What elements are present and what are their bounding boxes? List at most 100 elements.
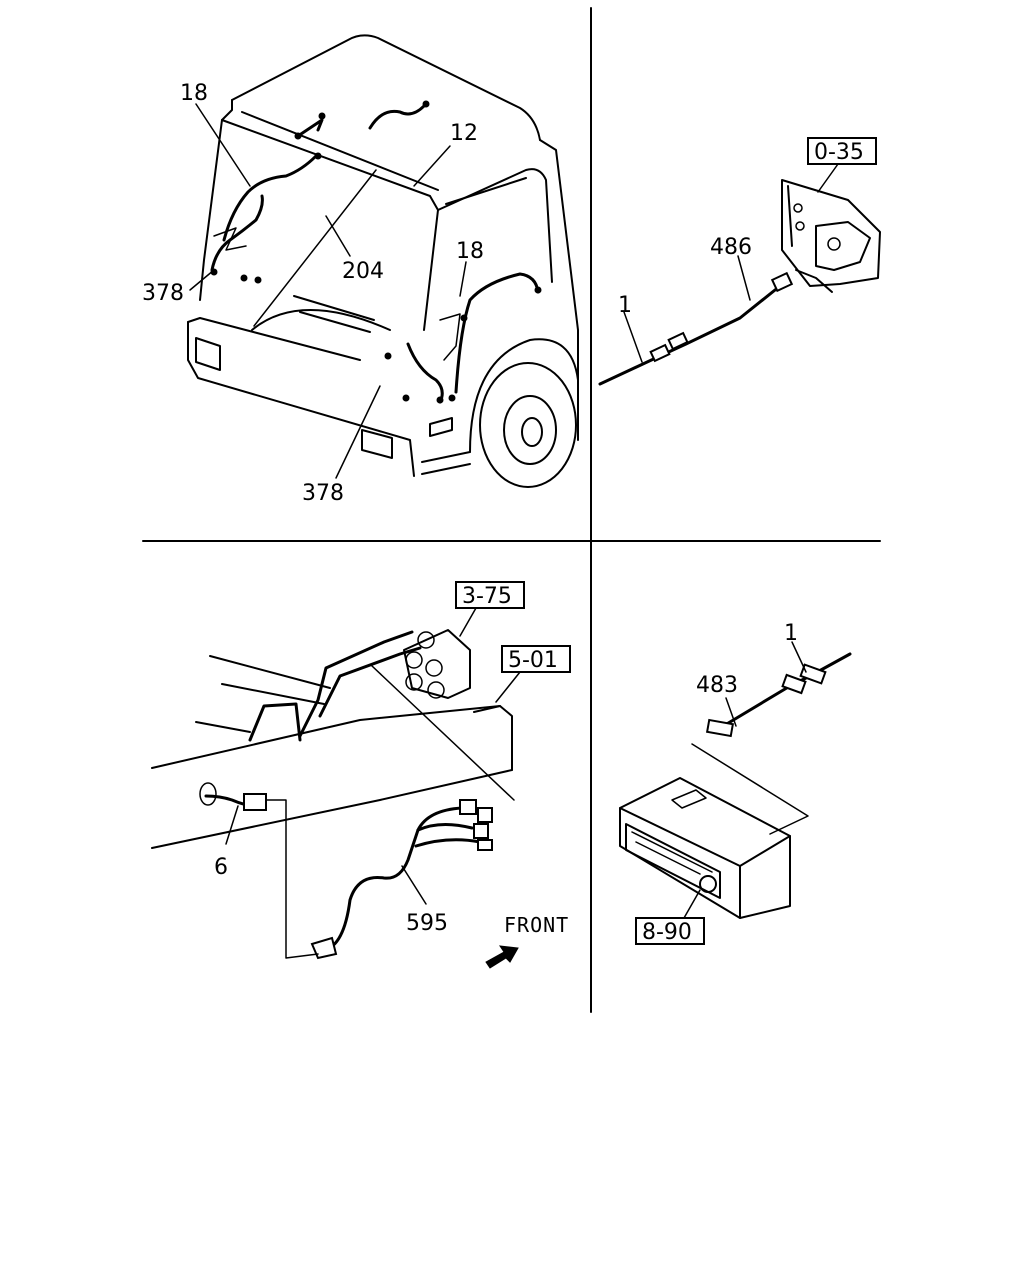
lower-step-line bbox=[421, 451, 471, 463]
harness-6-connector bbox=[243, 793, 267, 811]
callout-378-bottom: 378 bbox=[302, 481, 344, 506]
leader-12 bbox=[413, 145, 451, 187]
harness-486 bbox=[598, 284, 782, 386]
leader-595 bbox=[401, 865, 427, 905]
frame-line-2 bbox=[221, 683, 325, 705]
grille-line-2 bbox=[299, 311, 371, 333]
harness-378-right bbox=[406, 342, 444, 404]
tank-end bbox=[473, 705, 513, 771]
ref-box-5-01: 5-01 bbox=[508, 648, 558, 673]
harness-378-left bbox=[210, 194, 264, 272]
cab-wiring-drawing bbox=[187, 34, 579, 488]
harness-6-grommet bbox=[199, 782, 217, 806]
leader-378-left bbox=[189, 269, 215, 291]
radio-top-edge bbox=[619, 807, 791, 867]
door-window-frame bbox=[437, 168, 553, 283]
leader-1-radio bbox=[791, 641, 807, 673]
connector-595-end bbox=[310, 936, 338, 960]
frame-rail-bottom bbox=[151, 769, 513, 849]
leader-6 bbox=[225, 805, 239, 845]
side-marker-lamp bbox=[429, 417, 453, 437]
callout-18-left: 18 bbox=[180, 81, 208, 106]
link-6-to-595 bbox=[265, 799, 319, 959]
connector-483-c bbox=[799, 663, 827, 685]
windshield-frame-right bbox=[221, 119, 439, 331]
cab-roof-outline bbox=[231, 34, 541, 141]
pipe-bundle-left bbox=[248, 702, 302, 742]
callout-6: 6 bbox=[214, 855, 228, 880]
ref-box-3-75: 3-75 bbox=[462, 584, 512, 609]
grille-line-1 bbox=[293, 295, 375, 321]
faceplate-button-row bbox=[635, 841, 701, 875]
switch-harness-drawing bbox=[598, 163, 881, 386]
ref-box-8-90-frame bbox=[635, 917, 705, 945]
callout-378-left: 378 bbox=[142, 281, 184, 306]
pipe-bundle-mid bbox=[318, 646, 422, 718]
radio-harness-drawing bbox=[619, 641, 852, 919]
windshield-frame-left bbox=[199, 119, 223, 301]
harness-branches-left bbox=[213, 227, 247, 251]
connector-b bbox=[667, 331, 689, 351]
harness-483 bbox=[718, 652, 852, 730]
wheel-rim bbox=[503, 395, 557, 465]
leader-8-90 bbox=[683, 889, 701, 919]
leader-18-left bbox=[195, 103, 251, 187]
leader-486 bbox=[737, 255, 751, 301]
callout-1-radio: 1 bbox=[784, 621, 798, 646]
chassis-harness-drawing bbox=[151, 607, 521, 969]
leader-0-35 bbox=[817, 163, 839, 193]
connector-595-c bbox=[473, 823, 489, 839]
wheel-arch bbox=[469, 338, 579, 453]
right-headlight bbox=[361, 429, 393, 459]
lower-step-line-2 bbox=[421, 463, 471, 475]
front-direction-label: FRONT bbox=[504, 913, 569, 937]
callout-204: 204 bbox=[342, 259, 384, 284]
ref-box-5-01-frame bbox=[501, 645, 571, 673]
leader-378-bottom bbox=[335, 385, 381, 479]
harness-branches-right bbox=[439, 313, 461, 361]
connector-595-a bbox=[459, 799, 477, 815]
harness-595-branch-1 bbox=[416, 823, 474, 832]
switch-lower-edge bbox=[795, 269, 833, 293]
left-headlight bbox=[195, 337, 221, 371]
panel-dividers bbox=[142, 7, 881, 1013]
leader-5-01 bbox=[495, 671, 521, 703]
front-bumper-top bbox=[187, 317, 361, 361]
ref-box-8-90: 8-90 bbox=[642, 920, 692, 945]
radio-faceplate bbox=[625, 823, 721, 899]
harness-595 bbox=[322, 806, 464, 952]
radio-body bbox=[619, 777, 791, 919]
callout-483: 483 bbox=[696, 673, 738, 698]
valve-block bbox=[403, 629, 471, 699]
callout-12: 12 bbox=[450, 121, 478, 146]
connector-595-d bbox=[477, 839, 493, 851]
radio-knob bbox=[699, 875, 717, 893]
connector-c bbox=[770, 271, 794, 293]
windshield-top-inner bbox=[241, 111, 439, 191]
callout-18-right: 18 bbox=[456, 239, 484, 264]
ref-box-0-35: 0-35 bbox=[814, 140, 864, 165]
door-window-inner bbox=[445, 177, 527, 205]
connector-483-b bbox=[781, 673, 807, 695]
leader-483 bbox=[725, 697, 737, 727]
bracket-edge bbox=[787, 185, 793, 247]
front-bumper-outline bbox=[187, 321, 415, 477]
harness-18-right bbox=[454, 272, 540, 394]
link-harness-to-radio bbox=[691, 743, 809, 835]
roof-harness-center bbox=[368, 104, 426, 130]
callout-595: 595 bbox=[406, 911, 448, 936]
front-arrow-icon bbox=[485, 945, 519, 969]
callout-486: 486 bbox=[710, 235, 752, 260]
windshield-diagonal bbox=[253, 169, 377, 327]
wheel-hub bbox=[521, 417, 543, 447]
radio-top-label bbox=[671, 789, 707, 809]
switch-bracket bbox=[781, 179, 881, 287]
link-valve-to-harness bbox=[371, 665, 515, 801]
leader-204 bbox=[325, 215, 351, 257]
pipe-bundle-upper bbox=[298, 630, 414, 738]
callout-labels: 18 12 204 378 18 378 486 1 6 595 1 483 bbox=[142, 81, 798, 936]
leader-3-75 bbox=[459, 607, 477, 637]
front-wheel bbox=[479, 362, 577, 488]
harness-595-branch-2 bbox=[414, 838, 482, 848]
